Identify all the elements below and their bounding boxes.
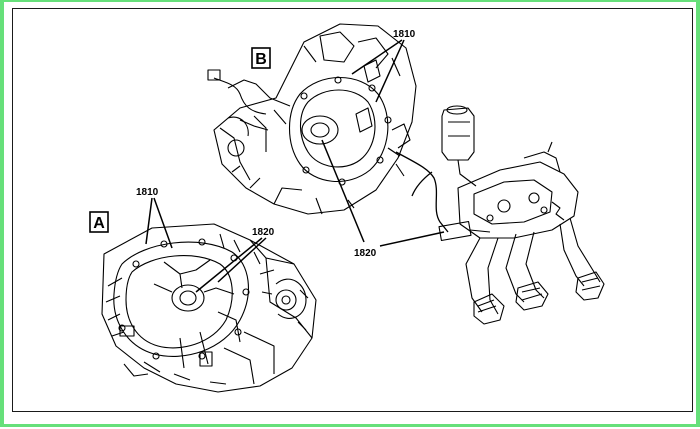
callout-a-1820: 1820 <box>252 227 275 238</box>
callout-a-1810: 1810 <box>136 187 159 198</box>
diagram-border <box>12 8 693 412</box>
gearbox-assembly-b <box>207 23 417 215</box>
view-a-label-box: A <box>89 211 109 233</box>
clutch-hydraulic-diagram: A B 1810 1820 1810 1820 <box>89 23 605 393</box>
view-a-letter: A <box>93 215 105 232</box>
view-b-letter: B <box>255 51 267 68</box>
gearbox-assembly-a <box>101 223 317 393</box>
pedal-box-assembly <box>438 105 605 325</box>
callout-leaders <box>145 39 445 293</box>
view-b-label-box: B <box>251 47 271 69</box>
callout-shared-1820: 1820 <box>354 248 377 259</box>
hydraulic-line <box>387 147 449 233</box>
callout-b-1810: 1810 <box>393 29 416 40</box>
